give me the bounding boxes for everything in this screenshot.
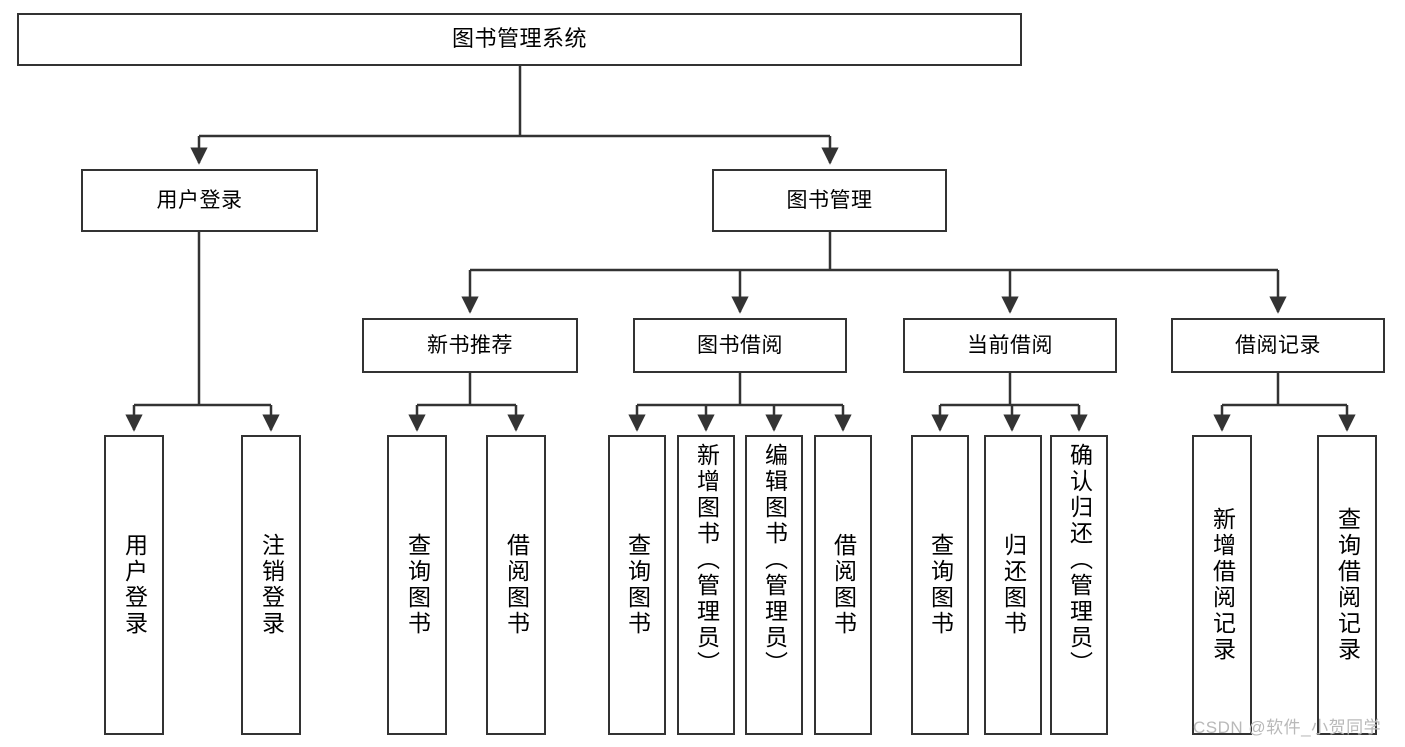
node-user-login[interactable]: 用户登录	[81, 169, 318, 232]
node-label: 用户登录	[121, 533, 148, 637]
node-root-book-management-system[interactable]: 图书管理系统	[17, 13, 1022, 66]
node-current-borrow[interactable]: 当前借阅	[903, 318, 1117, 373]
node-label: 新增图书（管理员）	[693, 443, 720, 677]
node-label: 查询图书	[927, 533, 954, 637]
node-label: 新书推荐	[427, 333, 513, 357]
leaf-query-book-current[interactable]: 查询图书	[911, 435, 969, 735]
leaf-logout-login[interactable]: 注销登录	[241, 435, 301, 735]
leaf-query-book-borrow[interactable]: 查询图书	[608, 435, 666, 735]
leaf-return-book[interactable]: 归还图书	[984, 435, 1042, 735]
node-label: 查询图书	[624, 533, 651, 637]
leaf-add-book-admin[interactable]: 新增图书（管理员）	[677, 435, 735, 735]
node-label: 新增借阅记录	[1209, 507, 1236, 663]
node-new-book-recommend[interactable]: 新书推荐	[362, 318, 578, 373]
leaf-edit-book-admin[interactable]: 编辑图书（管理员）	[745, 435, 803, 735]
node-label: 注销登录	[258, 533, 285, 637]
node-label: 图书管理系统	[451, 26, 587, 52]
node-book-management[interactable]: 图书管理	[712, 169, 947, 232]
node-label: 用户登录	[156, 188, 243, 212]
leaf-borrow-book[interactable]: 借阅图书	[814, 435, 872, 735]
node-label: 借阅图书	[830, 533, 857, 637]
node-label: 借阅图书	[503, 533, 530, 637]
node-label: 查询图书	[404, 533, 431, 637]
node-label: 图书管理	[786, 188, 873, 212]
node-label: 当前借阅	[967, 333, 1053, 357]
node-book-borrow[interactable]: 图书借阅	[633, 318, 847, 373]
node-label: 归还图书	[1000, 533, 1027, 637]
leaf-user-login[interactable]: 用户登录	[104, 435, 164, 735]
leaf-add-borrow-record[interactable]: 新增借阅记录	[1192, 435, 1252, 735]
leaf-query-borrow-record[interactable]: 查询借阅记录	[1317, 435, 1377, 735]
node-label: 编辑图书（管理员）	[761, 443, 788, 677]
node-label: 借阅记录	[1235, 333, 1321, 357]
leaf-query-book-recommend[interactable]: 查询图书	[387, 435, 447, 735]
node-label: 查询借阅记录	[1334, 507, 1361, 663]
leaf-confirm-return-admin[interactable]: 确认归还（管理员）	[1050, 435, 1108, 735]
node-borrow-record[interactable]: 借阅记录	[1171, 318, 1385, 373]
leaf-borrow-book-recommend[interactable]: 借阅图书	[486, 435, 546, 735]
csdn-watermark: CSDN @软件_小贺同学	[1193, 718, 1382, 737]
node-label: 确认归还（管理员）	[1066, 443, 1093, 677]
node-label: 图书借阅	[697, 333, 783, 357]
